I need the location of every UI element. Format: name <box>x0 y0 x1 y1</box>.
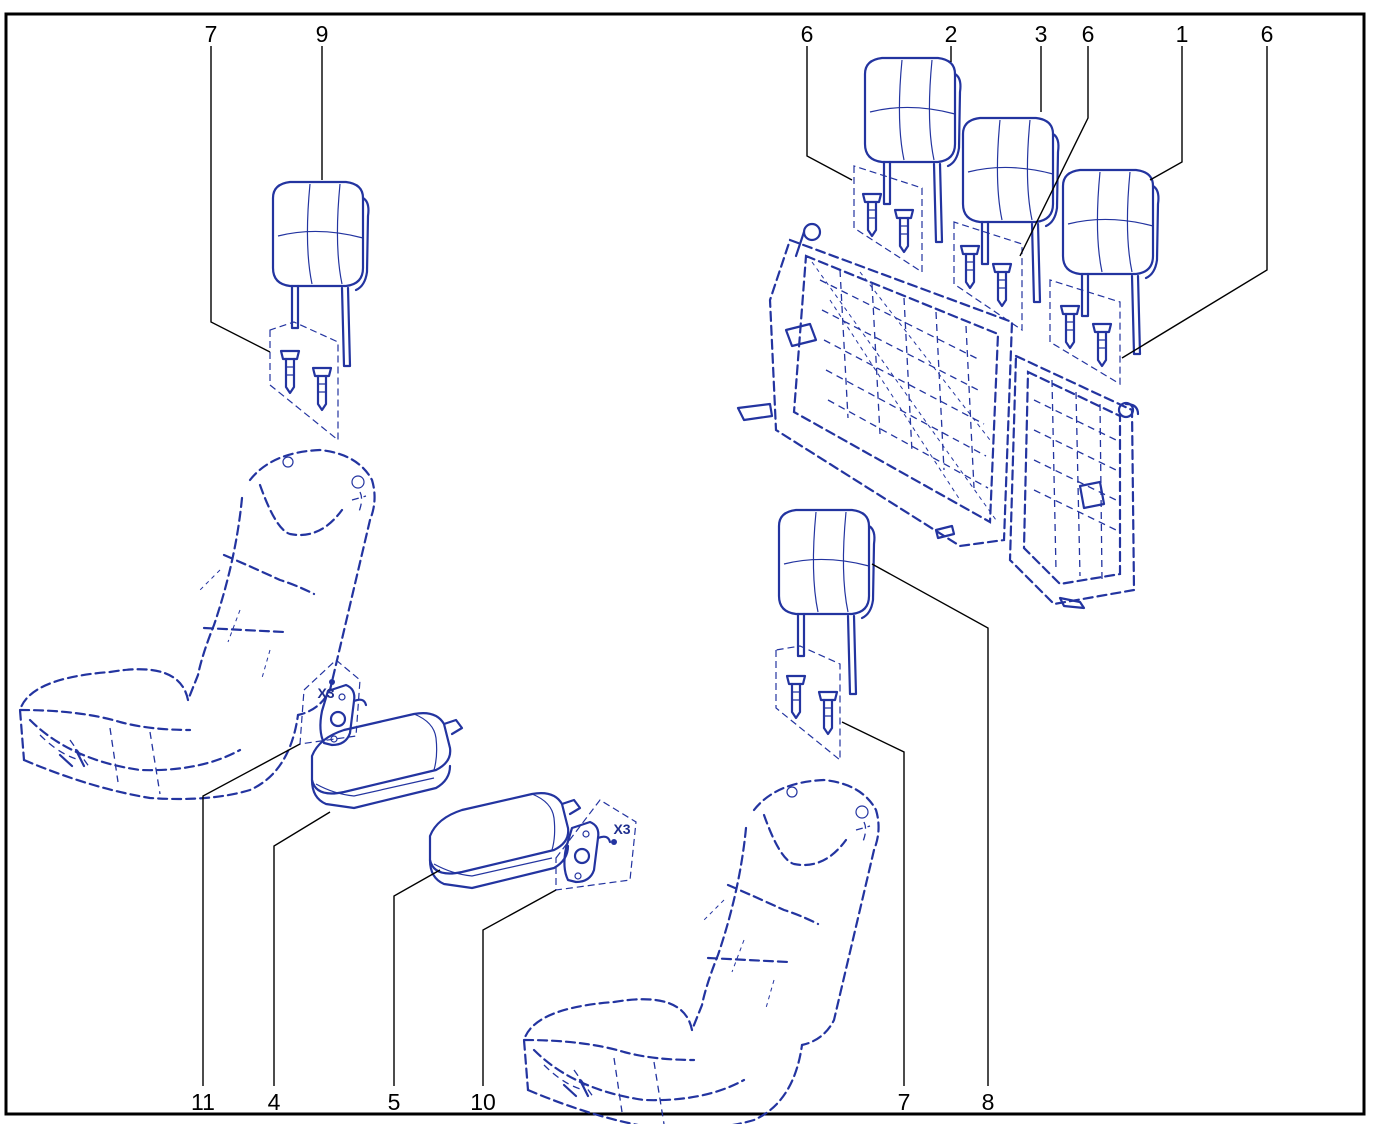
quantity-label-right: X3 <box>613 821 630 837</box>
callout-4: 4 <box>268 1089 281 1115</box>
callout-11: 11 <box>191 1089 215 1115</box>
guide-pins-right-seat <box>775 645 841 762</box>
callout-7-bottom: 7 <box>898 1089 911 1115</box>
callout-3: 3 <box>1035 21 1048 47</box>
callout-1: 1 <box>1176 21 1189 47</box>
callout-9: 9 <box>316 21 329 47</box>
callout-5: 5 <box>388 1089 401 1115</box>
front-seat-right <box>522 778 880 1124</box>
callout-6-middle: 6 <box>1082 21 1095 47</box>
guide-pins-left-seat <box>269 321 339 442</box>
armrest-5 <box>428 792 582 890</box>
front-seat-left <box>18 448 376 801</box>
diagram-frame <box>4 12 1366 1116</box>
bracket-11: X3 <box>299 659 368 747</box>
leader-lines <box>202 46 1268 1086</box>
guide-pins-rear-right <box>1049 279 1121 386</box>
headrest-8 <box>777 508 876 696</box>
callout-6-left: 6 <box>801 21 814 47</box>
callout-6-right: 6 <box>1261 21 1274 47</box>
rear-seat-backrest-frame <box>736 222 1140 610</box>
guide-pins-rear-middle <box>953 221 1023 332</box>
headrest-9 <box>271 180 370 368</box>
guide-pins-rear-center <box>853 165 923 274</box>
headrest-3 <box>961 116 1060 304</box>
callout-7-top: 7 <box>205 21 218 47</box>
callout-8: 8 <box>982 1089 995 1115</box>
bracket-10: X3 <box>555 799 637 891</box>
callout-labels: 7 9 6 2 3 6 1 6 11 4 5 10 7 8 <box>191 21 1273 1115</box>
armrest-4 <box>310 712 464 810</box>
callout-10: 10 <box>470 1089 496 1115</box>
callout-2: 2 <box>945 21 958 47</box>
quantity-label-left: X3 <box>317 685 334 701</box>
